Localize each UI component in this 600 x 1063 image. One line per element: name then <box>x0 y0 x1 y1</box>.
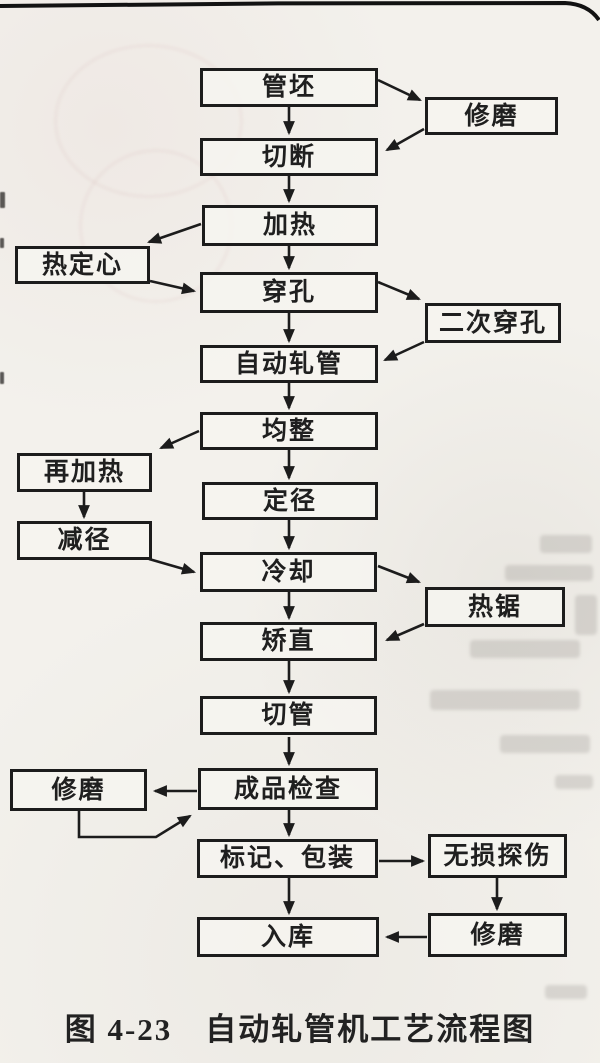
node-grinding-left: 修磨 <box>10 769 147 811</box>
bleed-through-smudge <box>470 640 580 658</box>
node-cooling: 冷却 <box>200 552 377 592</box>
node-second-piercing: 二次穿孔 <box>425 303 561 343</box>
bleed-through-smudge <box>575 595 597 635</box>
node-marking-packaging: 标记、包装 <box>197 839 378 878</box>
scan-artifact <box>0 372 4 384</box>
node-diameter-reduction: 减径 <box>17 521 152 560</box>
node-auto-rolling: 自动轧管 <box>200 345 378 383</box>
bleed-through-smudge <box>545 985 587 999</box>
bleed-through-smudge <box>430 690 580 710</box>
node-piercing: 穿孔 <box>200 272 378 313</box>
node-cut-off: 切断 <box>200 138 378 176</box>
node-reeling: 均整 <box>200 412 378 450</box>
scan-artifact <box>0 192 5 208</box>
bleed-through-smudge <box>505 565 593 581</box>
scan-artifact <box>0 238 4 248</box>
node-sizing: 定径 <box>202 482 378 520</box>
node-reheating: 再加热 <box>17 453 152 492</box>
bleed-through-smudge <box>540 535 592 553</box>
node-ndt: 无损探伤 <box>428 834 567 878</box>
node-grinding-bottom: 修磨 <box>428 913 567 957</box>
figure-caption: 图 4-23 自动轧管机工艺流程图 <box>64 1012 536 1047</box>
node-hot-sawing: 热锯 <box>425 587 565 627</box>
page-edge-line <box>0 0 600 22</box>
node-grinding-top: 修磨 <box>425 97 558 135</box>
node-straightening: 矫直 <box>200 622 377 661</box>
node-tube-blank: 管坯 <box>200 68 378 107</box>
bleed-through-smudge <box>500 735 590 753</box>
node-heating: 加热 <box>202 205 378 246</box>
node-product-inspection: 成品检查 <box>198 768 378 810</box>
node-warehousing: 入库 <box>197 917 379 957</box>
bleed-through-smudge <box>555 775 593 789</box>
node-pipe-cutting: 切管 <box>200 696 377 735</box>
node-hot-centering: 热定心 <box>15 246 150 284</box>
